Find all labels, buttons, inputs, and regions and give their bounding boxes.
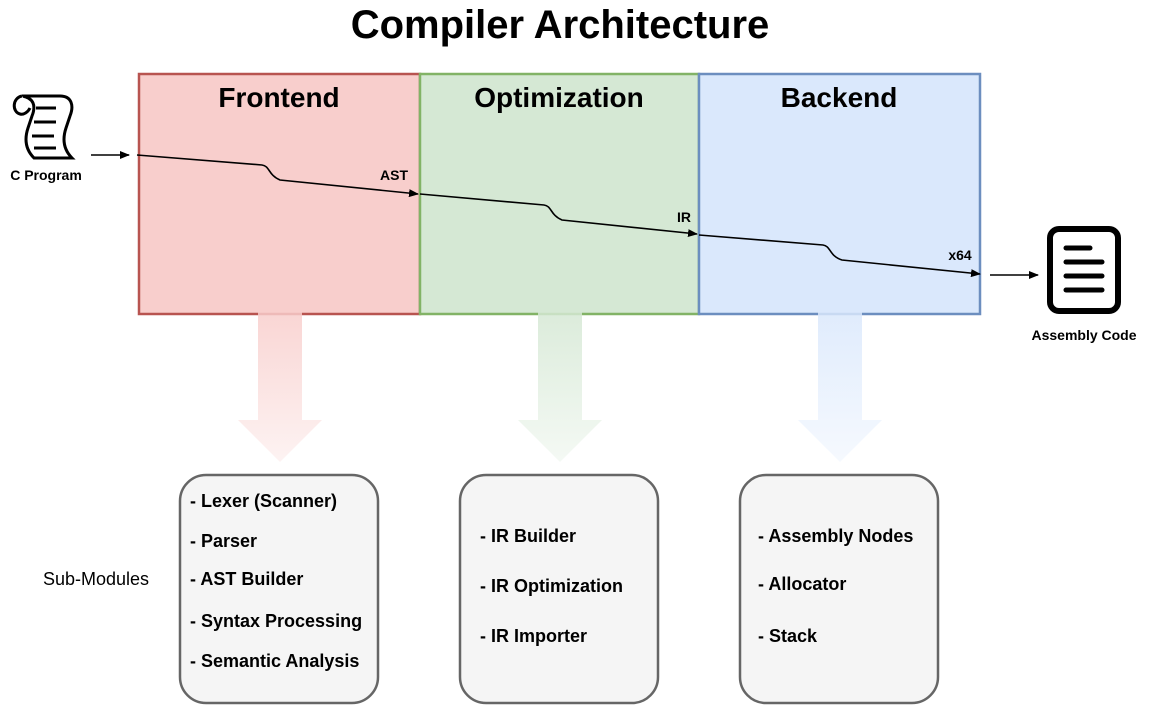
module-item: - Allocator [758, 574, 846, 594]
flow-arrow-optimization [419, 193, 698, 238]
script-icon [12, 94, 76, 160]
input-label: C Program [10, 167, 82, 183]
ir-label: IR [677, 209, 691, 225]
optimization-down-arrow [518, 286, 602, 462]
frontend-modules-box [178, 473, 380, 705]
document-icon [1047, 226, 1121, 314]
optimization-modules-box [458, 473, 660, 705]
frontend-box [137, 72, 422, 316]
output-label: Assembly Code [1031, 327, 1136, 343]
diagram-title: Compiler Architecture [351, 3, 770, 47]
sub-modules-caption: Sub-Modules [43, 569, 149, 589]
module-item: - AST Builder [190, 569, 303, 589]
module-item: - IR Importer [480, 626, 587, 646]
frontend-title: Frontend [218, 82, 339, 113]
module-item: - Parser [190, 531, 257, 551]
module-item: - Semantic Analysis [190, 651, 359, 671]
backend-down-arrow [798, 286, 882, 462]
optimization-box [418, 72, 701, 316]
module-item: - IR Builder [480, 526, 576, 546]
x64-label: x64 [948, 247, 972, 263]
backend-modules-box [738, 473, 940, 705]
module-item: - Stack [758, 626, 818, 646]
backend-box [697, 72, 982, 316]
flow-arrow-frontend [136, 154, 419, 198]
module-item: - IR Optimization [480, 576, 623, 596]
backend-title: Backend [781, 82, 898, 113]
ast-label: AST [380, 167, 408, 183]
flow-arrow-backend [698, 234, 981, 278]
optimization-title: Optimization [474, 82, 644, 113]
module-item: - Lexer (Scanner) [190, 491, 337, 511]
frontend-down-arrow [238, 286, 322, 462]
module-item: - Assembly Nodes [758, 526, 913, 546]
module-item: - Syntax Processing [190, 611, 362, 631]
